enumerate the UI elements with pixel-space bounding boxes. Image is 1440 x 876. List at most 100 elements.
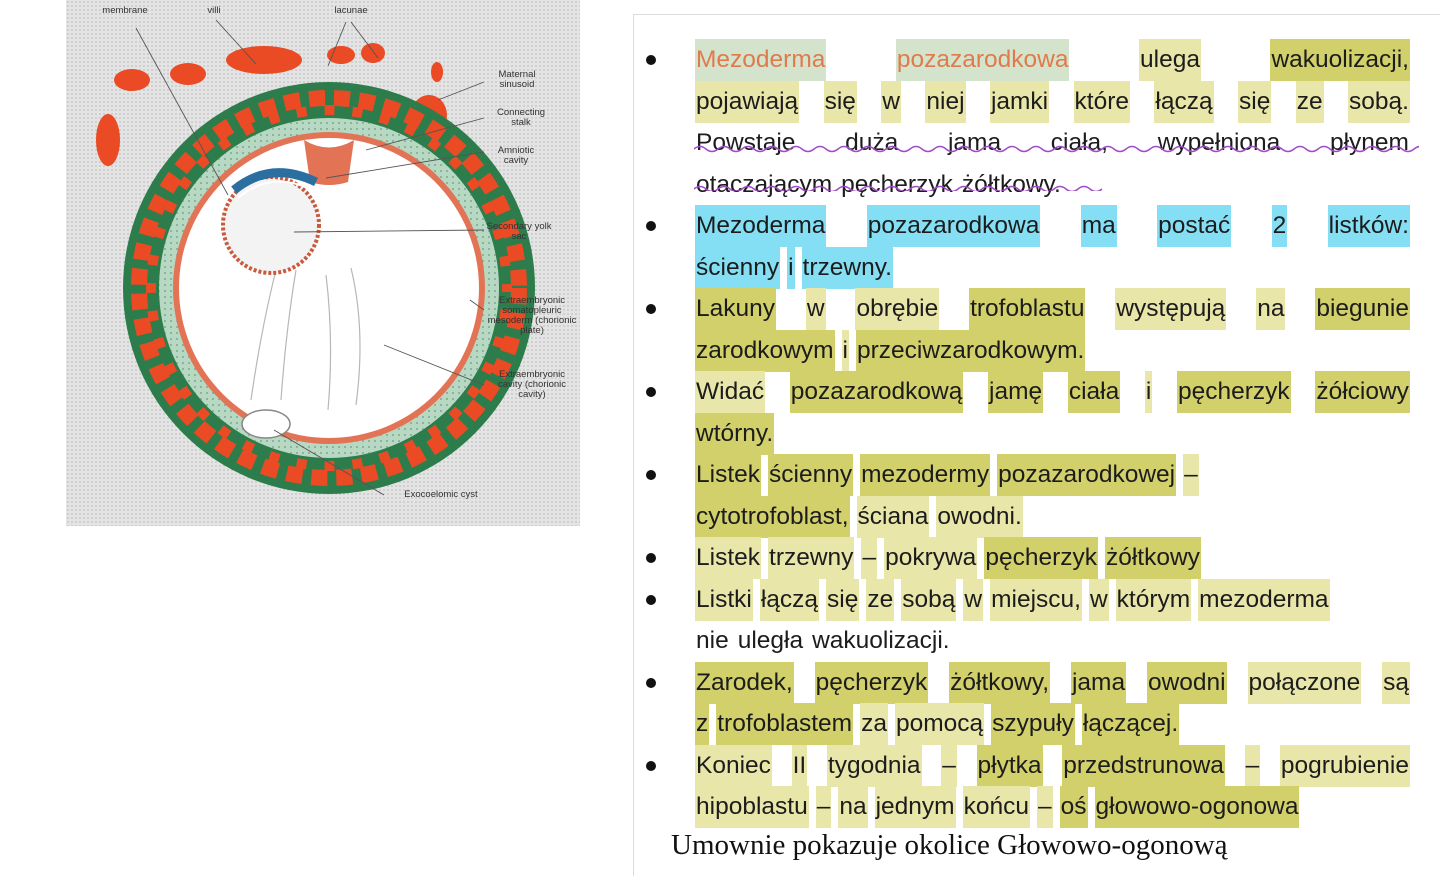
word: ścienny: [768, 454, 854, 496]
word: na: [838, 786, 868, 828]
label-connecting-stalk: Connecting stalk: [496, 107, 546, 128]
lacunae: [131, 90, 527, 486]
bullet-marker: [646, 760, 656, 771]
word: pęcherzyk: [841, 170, 953, 198]
word: obrębie: [855, 288, 940, 330]
connecting-stalk: [304, 140, 354, 185]
word: Lakuny: [695, 288, 777, 330]
word: pozazarodkowej: [997, 454, 1177, 496]
word: ciała: [1067, 371, 1121, 413]
word: owodni.: [936, 495, 1023, 538]
label-maternal-sinusoid: Maternal sinusoid: [498, 69, 536, 90]
word: w: [963, 578, 984, 621]
word: pęcherzyk: [1177, 371, 1291, 413]
exocoelomic-cyst: [241, 409, 291, 439]
word: uległa: [737, 627, 804, 654]
word: końcu: [962, 786, 1030, 828]
word: i: [841, 329, 849, 372]
word: cytotrofoblast,: [695, 495, 850, 538]
word: i: [1144, 371, 1153, 413]
word: występują: [1115, 288, 1227, 330]
word: przeciwzarodkowym.: [855, 329, 1086, 372]
word: żółtkowy: [1104, 537, 1201, 579]
word: pozazarodkowa: [866, 205, 1041, 247]
word: zarodkowym: [695, 329, 835, 372]
word: 2: [1271, 205, 1288, 247]
word: sobą: [901, 578, 957, 621]
word: II: [791, 744, 808, 787]
bullet-marker: [646, 221, 656, 231]
word: ze: [866, 578, 895, 621]
word: w: [805, 288, 826, 330]
word: żółtkowy.: [961, 170, 1061, 198]
word: Zarodek,: [695, 661, 794, 704]
bullet-4-line-2: wtórny.: [695, 412, 1410, 455]
label-exocoelomic-cyst: Exocoelomic cyst: [404, 489, 478, 500]
word: sobą.: [1348, 80, 1410, 123]
word: pozazarodkową: [789, 371, 964, 413]
word: łączą: [759, 578, 820, 621]
word: Mezoderma: [695, 205, 827, 247]
label-secondary-yolk-sac: Secondary yolk sac: [486, 221, 552, 242]
word: połączone: [1247, 661, 1362, 704]
label-lacunae: lacunae: [334, 5, 368, 16]
word: którym: [1115, 578, 1192, 621]
word: ściana: [856, 495, 930, 538]
word: miejscu,: [990, 578, 1082, 621]
bullet-marker: [646, 553, 656, 563]
embryonic-disc: [231, 168, 318, 194]
word: mezoderma: [1198, 578, 1330, 621]
word: się: [1238, 80, 1272, 123]
label-membrane: membrane: [102, 5, 148, 16]
footer-text: Umownie pokazuje okolice Głowowo-ogonową: [671, 829, 1228, 861]
spelling-underline: [694, 145, 1419, 191]
word: wakuolizacji.: [812, 627, 950, 654]
word: Widać: [695, 371, 766, 413]
word: Mezoderma: [695, 39, 827, 81]
word: się: [826, 578, 860, 621]
word: żółciowy: [1315, 371, 1410, 413]
word: –: [815, 786, 832, 828]
word: głowowo-ogonowa: [1094, 786, 1300, 828]
word: i: [787, 246, 795, 289]
word: Listki: [695, 578, 753, 621]
word: w: [881, 80, 901, 123]
bullet-marker: [646, 470, 656, 480]
word: postać: [1157, 205, 1232, 247]
word: przedstrunowa: [1062, 744, 1225, 787]
word: jamki: [989, 80, 1050, 123]
word: trzewny: [768, 537, 855, 579]
word: –: [1183, 454, 1199, 496]
word: –: [1036, 786, 1053, 828]
word: tygodnia: [826, 744, 922, 787]
word: hipoblastu: [695, 786, 809, 828]
word: jednym: [874, 786, 956, 828]
word: –: [1244, 744, 1261, 787]
word: trzewny.: [801, 246, 893, 289]
word: pęcherzyk: [814, 661, 929, 704]
word: ze: [1295, 80, 1324, 123]
word: za: [860, 703, 888, 745]
word: ulega: [1139, 39, 1201, 81]
word: się: [823, 80, 857, 123]
word: z: [695, 703, 710, 745]
word: są: [1382, 661, 1410, 704]
word: płynem: [1329, 129, 1409, 156]
bullet-1-line-4: otaczającym pęcherzyk żółtkowy.: [695, 164, 1410, 206]
bullet-marker: [646, 387, 656, 397]
word: jama: [1070, 661, 1127, 704]
bullet-marker: [646, 55, 656, 65]
word: listków:: [1327, 205, 1410, 247]
word: płytka: [976, 744, 1043, 787]
word: pomocą: [894, 703, 985, 745]
word: otaczającym: [696, 170, 833, 198]
word: oś: [1059, 786, 1088, 828]
word: wakuolizacji,: [1270, 39, 1410, 81]
